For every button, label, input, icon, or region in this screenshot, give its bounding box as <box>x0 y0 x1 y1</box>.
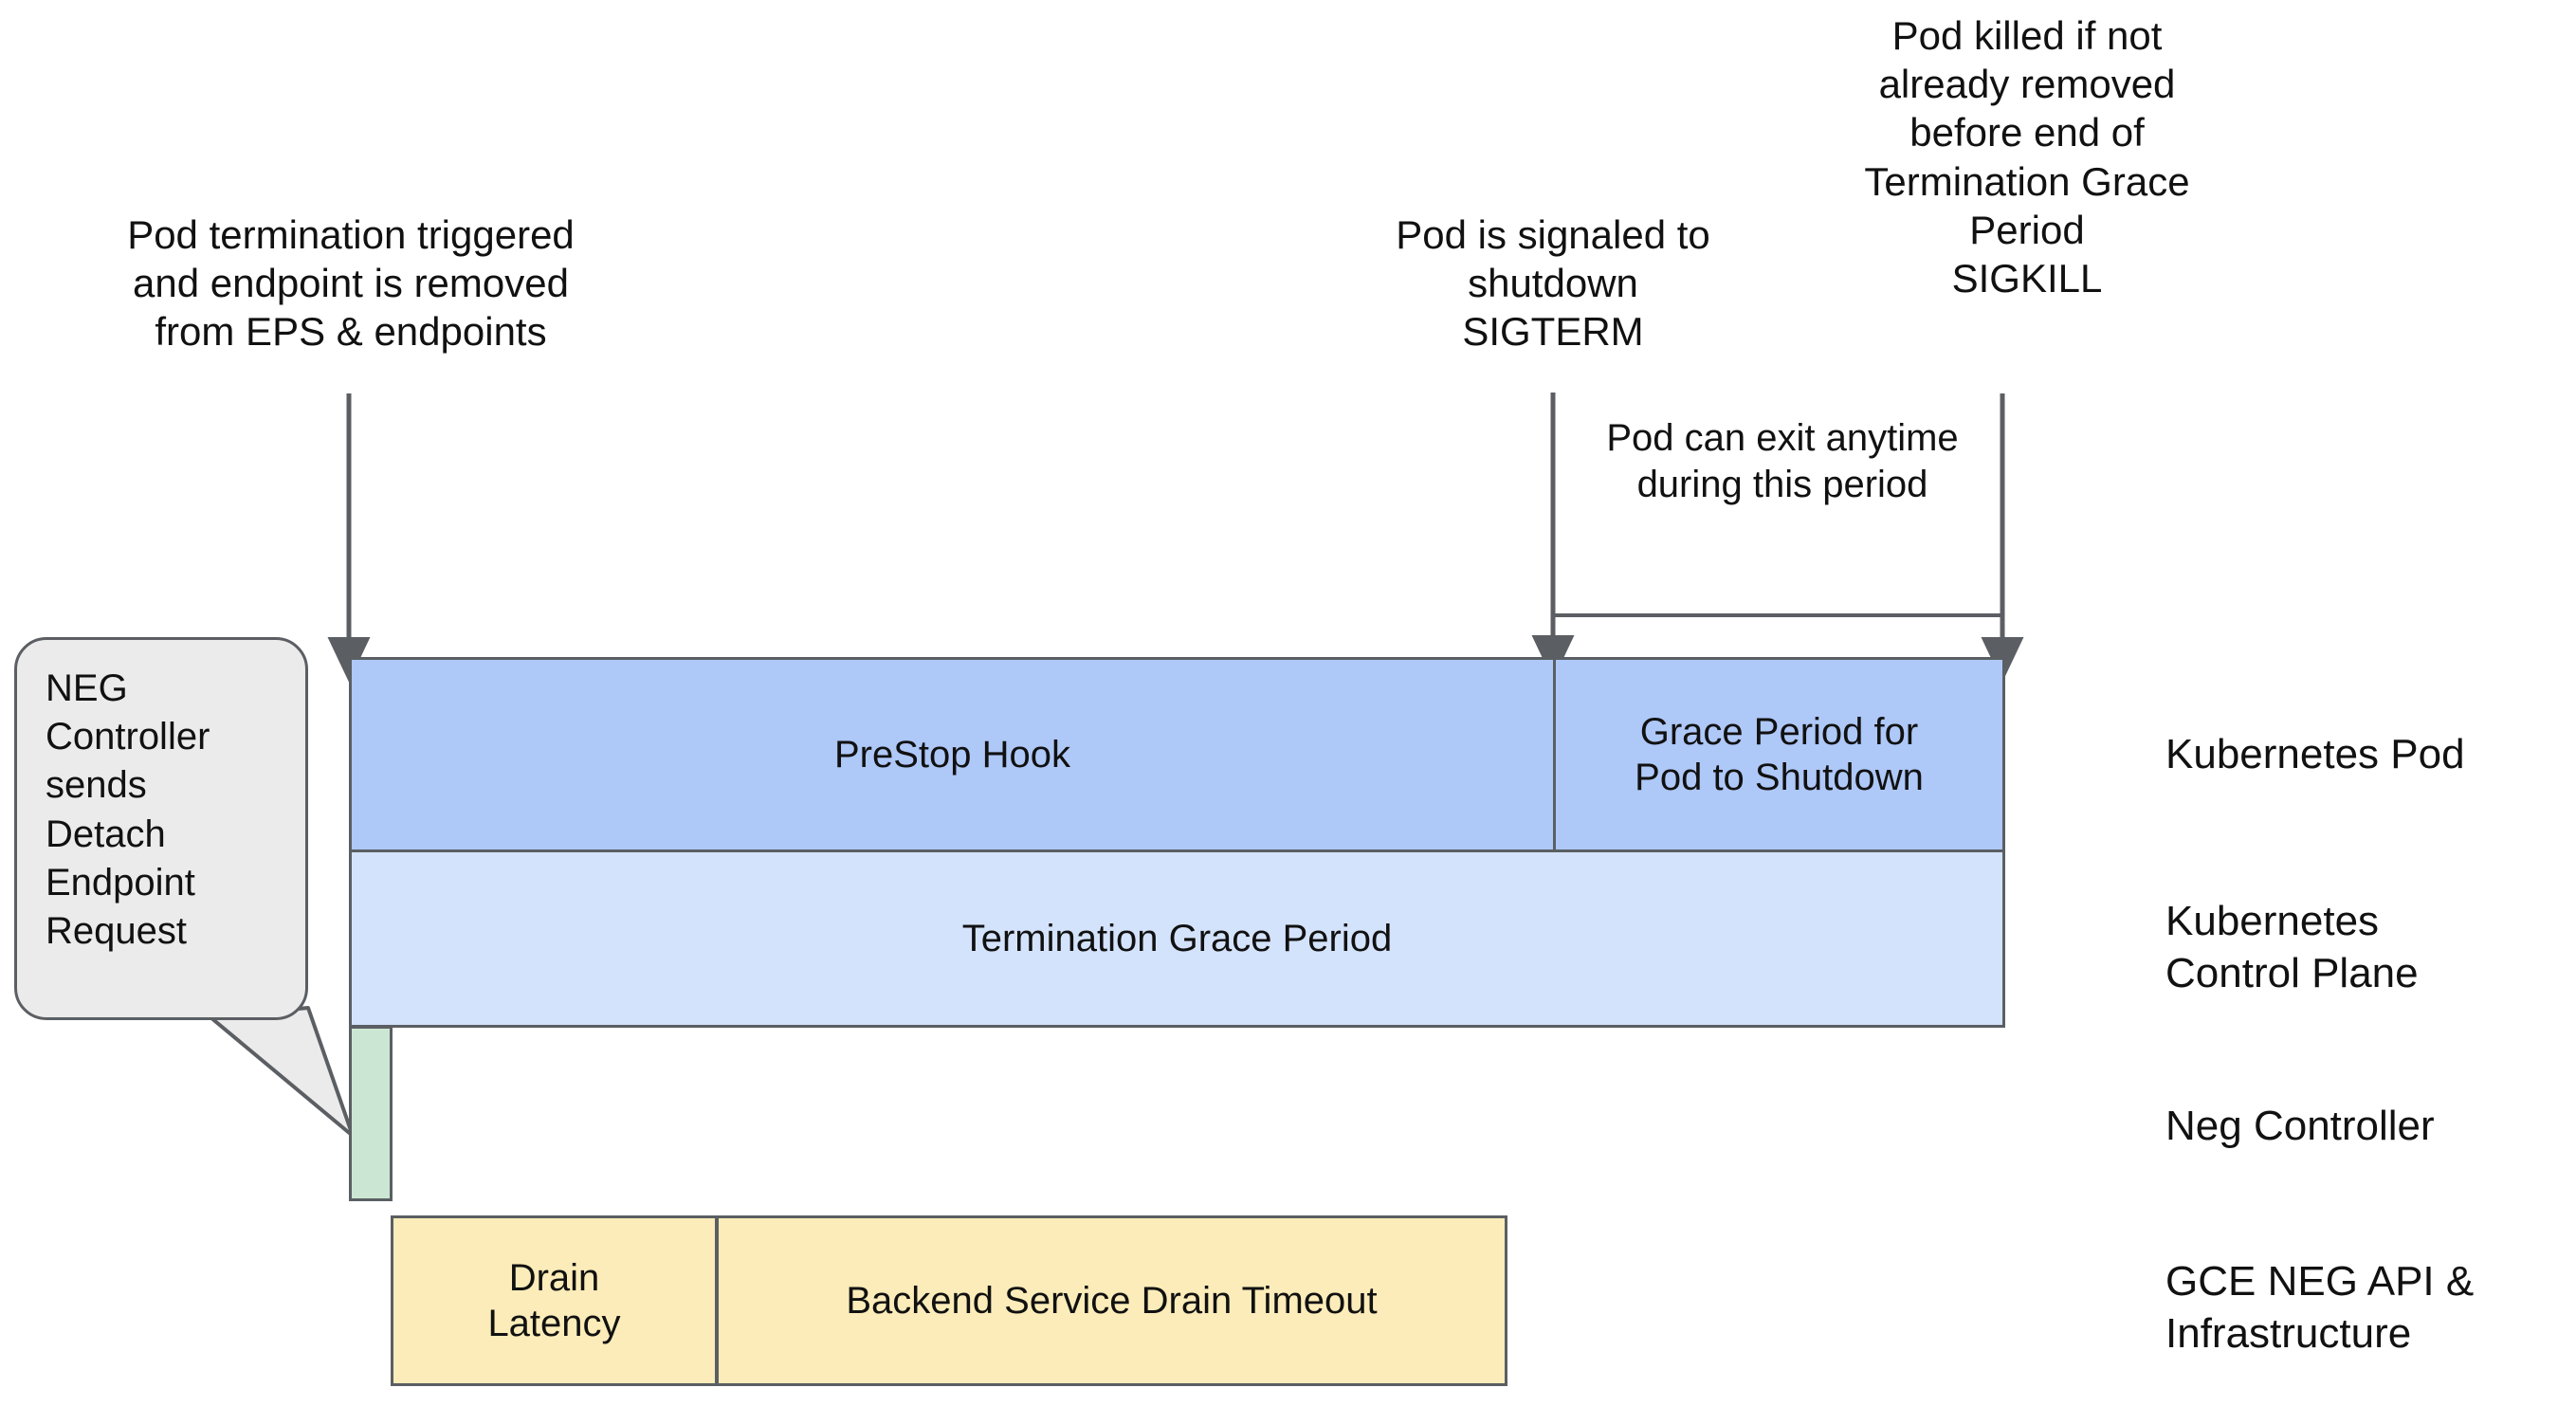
legend-gce-neg-api-infrastructure: GCE NEG API & Infrastructure <box>2165 1258 2475 1358</box>
bar-termination-grace-period[interactable]: Termination Grace Period <box>349 849 2005 1028</box>
legend-neg-controller: Neg Controller <box>2165 1103 2435 1149</box>
bar-prestop-hook[interactable]: PreStop Hook <box>349 657 1556 852</box>
annotation-sigterm: Pod is signaled to shutdown SIGTERM <box>1396 212 1710 355</box>
legend-kubernetes-control-plane: Kubernetes Control Plane <box>2165 898 2419 997</box>
callout-neg-detach-request: NEG Controller sends Detach Endpoint Req… <box>14 637 308 1020</box>
bar-backend-service-drain-timeout[interactable]: Backend Service Drain Timeout <box>716 1215 1507 1386</box>
annotation-pod-termination: Pod termination triggered and endpoint i… <box>127 212 575 355</box>
callout-tail <box>209 1006 355 1138</box>
annotation-pod-can-exit: Pod can exit anytime during this period <box>1606 417 1959 505</box>
annotation-sigkill: Pod killed if not already removed before… <box>1864 13 2190 301</box>
legend-kubernetes-pod: Kubernetes Pod <box>2165 731 2465 777</box>
bar-neg-controller[interactable] <box>349 1026 393 1201</box>
bar-grace-period-for-pod-to-shutdown[interactable]: Grace Period for Pod to Shutdown <box>1553 657 2005 852</box>
bar-drain-latency[interactable]: Drain Latency <box>391 1215 718 1386</box>
